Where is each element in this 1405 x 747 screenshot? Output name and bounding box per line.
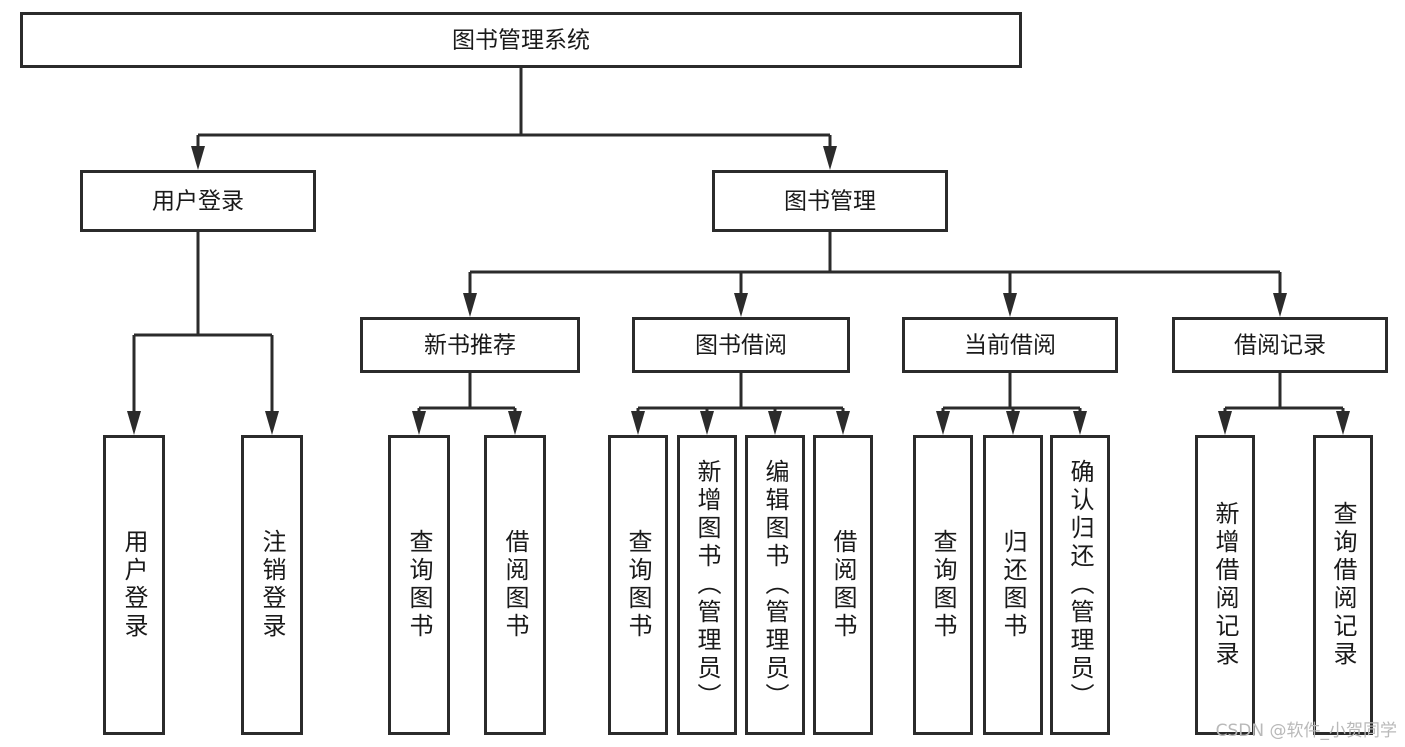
arrow-head-icon	[1336, 411, 1350, 435]
node-box[interactable]	[1195, 435, 1255, 735]
node-user-login[interactable]: 用户登录	[80, 170, 316, 232]
node-label-wrapper: 查询图书	[624, 529, 652, 641]
node-label-wrapper: 用户登录	[120, 529, 148, 641]
node-box[interactable]	[484, 435, 546, 735]
node-label: 查询图书	[929, 529, 957, 641]
node-label-wrapper: 归还图书	[999, 529, 1027, 641]
node-label: 当前借阅	[964, 333, 1056, 359]
node-book-management[interactable]: 图书管理	[712, 170, 948, 232]
arrow-head-icon	[191, 146, 205, 170]
arrow-head-icon	[1273, 293, 1287, 317]
node-label-wrapper: 借阅图书	[829, 529, 857, 641]
arrow-head-icon	[412, 411, 426, 435]
node-label-wrapper: 借阅图书	[501, 529, 529, 641]
arrow-head-icon	[1006, 411, 1020, 435]
csdn-watermark: CSDN @软件_小贺同学	[1215, 721, 1397, 741]
node-label: 归还图书	[999, 529, 1027, 641]
node-current-confirm-return[interactable]: 确认归还（管理员）	[1050, 435, 1110, 735]
node-borrow-add-book[interactable]: 新增图书（管理员）	[677, 435, 737, 735]
node-label: 查询借阅记录	[1329, 501, 1357, 669]
node-label-wrapper: 查询图书	[929, 529, 957, 641]
node-current-query-book[interactable]: 查询图书	[913, 435, 973, 735]
node-recommend-borrow-book[interactable]: 借阅图书	[484, 435, 546, 735]
node-new-book-recommend[interactable]: 新书推荐	[360, 317, 580, 373]
node-box[interactable]	[241, 435, 303, 735]
node-label: 新书推荐	[424, 333, 516, 359]
node-box[interactable]	[80, 170, 316, 232]
node-label-wrapper: 查询图书	[405, 529, 433, 641]
node-label-wrapper: 确认归还（管理员）	[1066, 459, 1094, 711]
arrow-head-icon	[700, 411, 714, 435]
node-box[interactable]	[1313, 435, 1373, 735]
node-box[interactable]	[1172, 317, 1388, 373]
arrow-head-icon	[508, 411, 522, 435]
node-label: 查询图书	[405, 529, 433, 641]
node-box[interactable]	[712, 170, 948, 232]
node-box[interactable]	[103, 435, 165, 735]
node-label: 图书管理系统	[452, 28, 590, 54]
arrow-head-icon	[265, 411, 279, 435]
node-label: 用户登录	[120, 529, 148, 641]
node-record-query[interactable]: 查询借阅记录	[1313, 435, 1373, 735]
node-root[interactable]: 图书管理系统	[20, 12, 1022, 68]
node-box[interactable]	[983, 435, 1043, 735]
node-current-return-book[interactable]: 归还图书	[983, 435, 1043, 735]
node-label: 查询图书	[624, 529, 652, 641]
arrow-head-icon	[768, 411, 782, 435]
node-box[interactable]	[745, 435, 805, 735]
node-borrow-query-book[interactable]: 查询图书	[608, 435, 668, 735]
arrow-head-icon	[936, 411, 950, 435]
node-box[interactable]	[813, 435, 873, 735]
node-label-wrapper: 注销登录	[258, 529, 286, 641]
node-label: 借阅图书	[501, 529, 529, 641]
node-label: 新增借阅记录	[1211, 501, 1239, 669]
node-book-borrow[interactable]: 图书借阅	[632, 317, 850, 373]
node-box[interactable]	[902, 317, 1118, 373]
arrow-head-icon	[734, 293, 748, 317]
node-label: 编辑图书（管理员）	[761, 459, 789, 711]
node-box[interactable]	[20, 12, 1022, 68]
node-box[interactable]	[608, 435, 668, 735]
node-label: 确认归还（管理员）	[1066, 459, 1094, 711]
arrow-head-icon	[1073, 411, 1087, 435]
node-box[interactable]	[388, 435, 450, 735]
node-box[interactable]	[677, 435, 737, 735]
node-user-login-leaf[interactable]: 用户登录	[103, 435, 165, 735]
node-label-wrapper: 新增图书（管理员）	[693, 459, 721, 711]
node-box[interactable]	[913, 435, 973, 735]
arrow-head-icon	[631, 411, 645, 435]
node-layer: 图书管理系统用户登录用户登录注销登录图书管理新书推荐查询图书借阅图书图书借阅查询…	[20, 12, 1388, 735]
node-current-borrow[interactable]: 当前借阅	[902, 317, 1118, 373]
node-user-logout-leaf[interactable]: 注销登录	[241, 435, 303, 735]
node-borrow-record[interactable]: 借阅记录	[1172, 317, 1388, 373]
node-record-add[interactable]: 新增借阅记录	[1195, 435, 1255, 735]
node-label-wrapper: 编辑图书（管理员）	[761, 459, 789, 711]
arrow-head-icon	[836, 411, 850, 435]
node-box[interactable]	[1050, 435, 1110, 735]
node-box[interactable]	[360, 317, 580, 373]
node-label: 注销登录	[258, 529, 286, 641]
node-label: 借阅记录	[1234, 333, 1326, 359]
arrow-head-icon	[1003, 293, 1017, 317]
arrow-head-icon	[1218, 411, 1232, 435]
arrow-head-icon	[463, 293, 477, 317]
node-label: 新增图书（管理员）	[693, 459, 721, 711]
node-recommend-query-book[interactable]: 查询图书	[388, 435, 450, 735]
node-label-wrapper: 查询借阅记录	[1329, 501, 1357, 669]
connector-layer	[127, 68, 1350, 435]
node-label: 借阅图书	[829, 529, 857, 641]
arrow-head-icon	[127, 411, 141, 435]
arrow-head-icon	[823, 146, 837, 170]
node-borrow-borrow-book[interactable]: 借阅图书	[813, 435, 873, 735]
node-label: 图书管理	[784, 189, 876, 215]
node-label: 用户登录	[152, 189, 244, 215]
node-box[interactable]	[632, 317, 850, 373]
node-label: 图书借阅	[695, 333, 787, 359]
node-label-wrapper: 新增借阅记录	[1211, 501, 1239, 669]
node-borrow-edit-book[interactable]: 编辑图书（管理员）	[745, 435, 805, 735]
